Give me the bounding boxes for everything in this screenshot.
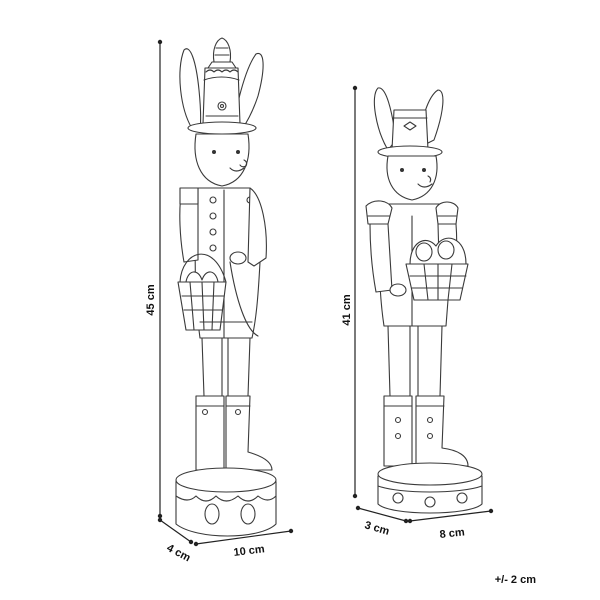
left-height-dimension: 45 cm: [145, 39, 163, 519]
tolerance-note: +/- 2 cm: [494, 574, 536, 586]
right-height-dimension: 41 cm: [341, 85, 358, 499]
right-height-label: 41 cm: [341, 294, 353, 325]
left-width-label: 10 cm: [233, 543, 266, 559]
left-height-label: 45 cm: [145, 284, 157, 315]
right-width-dimension: 8 cm: [407, 508, 494, 541]
right-depth-label: 3 cm: [363, 519, 391, 538]
left-depth-label: 4 cm: [165, 542, 193, 564]
right-rabbit-figure: [365, 87, 483, 514]
right-width-label: 8 cm: [439, 526, 465, 541]
left-rabbit-figure: [175, 37, 277, 537]
left-width-dimension: 10 cm: [193, 528, 294, 559]
